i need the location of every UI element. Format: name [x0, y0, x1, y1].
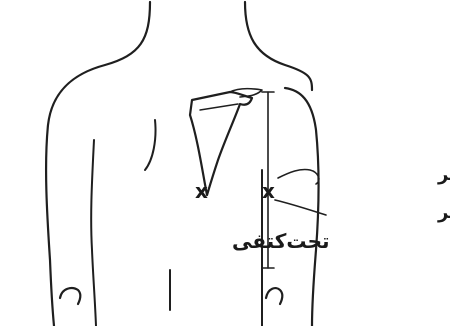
spine-curve [145, 120, 156, 170]
label-biceps: عضله دوسر [437, 164, 450, 185]
biceps-leader-line [278, 169, 319, 184]
right-elbow-curl [266, 288, 282, 304]
neck-shoulder-outline [46, 2, 150, 326]
subscapular-cross-mark: x [195, 179, 208, 203]
label-triceps: عضله سه‌سر [437, 202, 450, 223]
scapula-spine [200, 104, 238, 110]
left-elbow-curl [60, 288, 80, 304]
neck-right-outline [245, 2, 312, 90]
left-arm-inner-line [91, 140, 96, 326]
label-subscapular: تحت‌کتفی [232, 229, 330, 253]
arm-cross-mark: x [262, 179, 275, 203]
